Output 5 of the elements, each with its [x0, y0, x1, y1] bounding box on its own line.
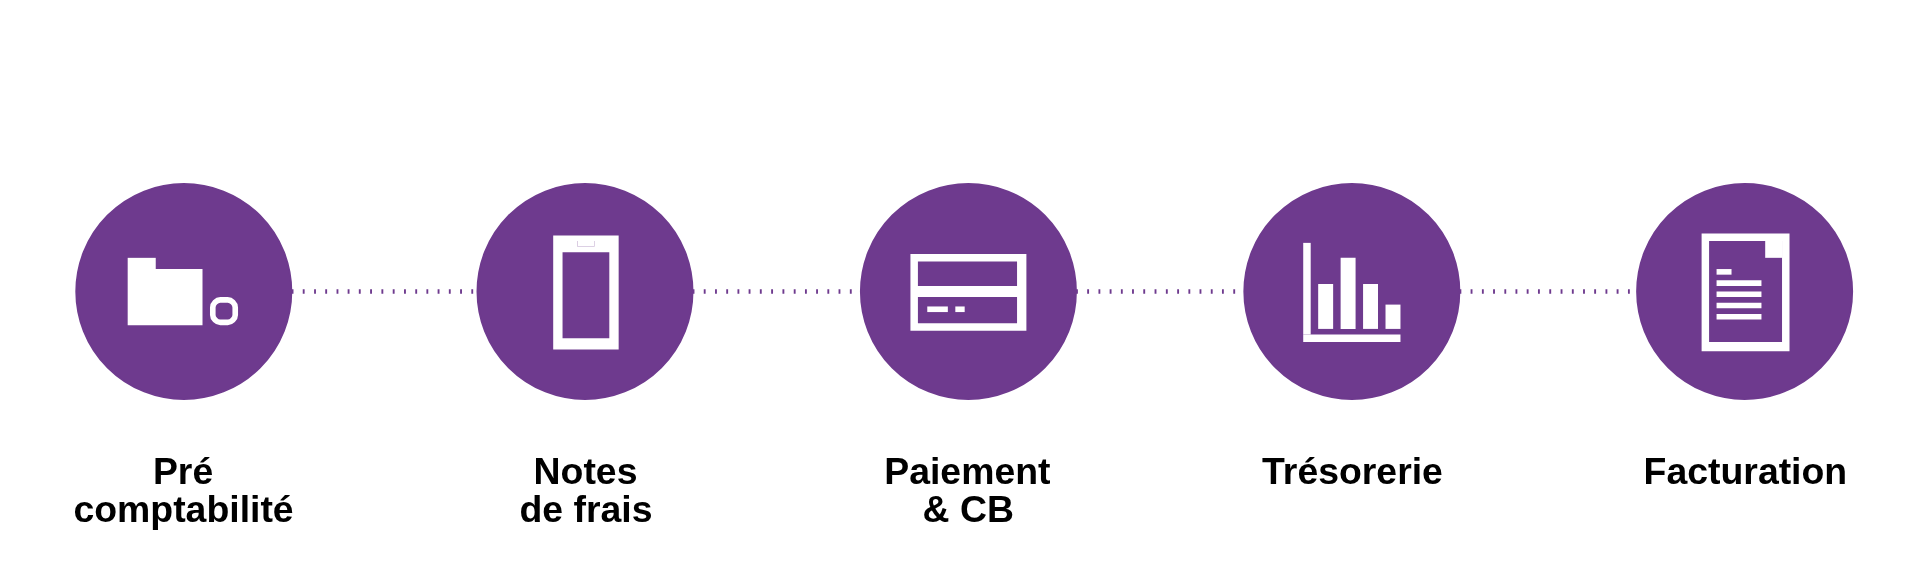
- node-label: Paiement & CB: [884, 450, 1051, 530]
- node-label: Facturation: [1643, 450, 1848, 493]
- node-label: Pré comptabilité: [73, 450, 294, 530]
- node-label: Notes de frais: [519, 450, 653, 530]
- node-label: Trésorerie: [1262, 450, 1443, 493]
